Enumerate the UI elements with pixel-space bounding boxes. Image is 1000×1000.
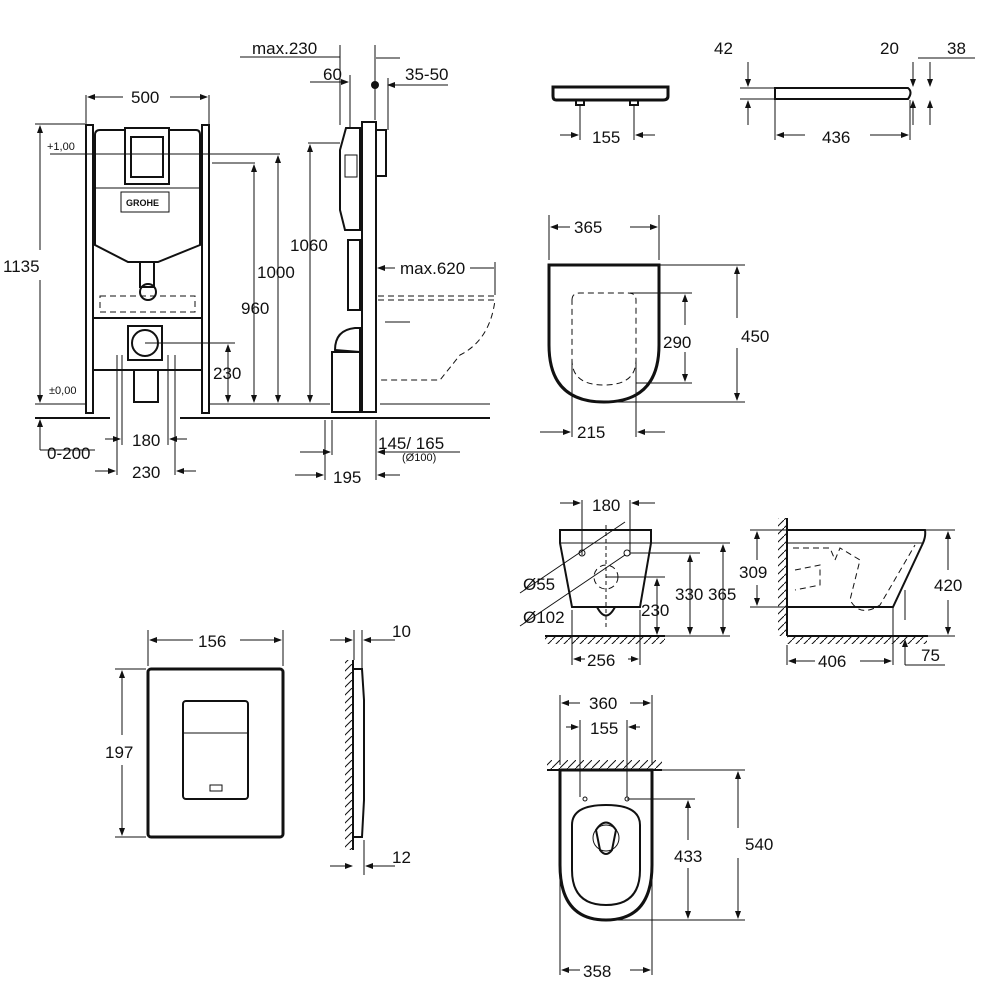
dim-215: 215 [577,423,605,442]
dim-60: 60 [323,65,342,84]
dim-290: 290 [663,333,691,352]
dim-0-200: 0-200 [47,444,90,463]
dim-180-front: 180 [592,496,620,515]
dim-156: 156 [198,632,226,651]
dim-max-230: max.230 [252,39,317,58]
dim-433: 433 [674,847,702,866]
dim-dia-102: Ø102 [523,608,565,627]
dim-20: 20 [880,39,899,58]
seat-labels: 42 20 38 155 436 [592,39,966,147]
dim-155: 155 [592,128,620,147]
bowl-front-view [519,500,730,665]
bowl-top-view [540,215,745,437]
dim-960: 960 [241,299,269,318]
flush-plate-views [115,630,395,875]
dim-180: 180 [132,431,160,450]
frame-front-labels: 500 1135 +1,00 ±0,00 1000 960 230 180 0-… [3,88,295,482]
dim-dia-55: Ø55 [523,575,555,594]
dim-256: 256 [587,651,615,670]
dim-10: 10 [392,622,411,641]
frame-front-view [35,94,490,475]
dim-365: 365 [574,218,602,237]
dim-330: 330 [675,585,703,604]
grohe-logo-text: GROHE [126,198,159,208]
dim-35-50: 35-50 [405,65,448,84]
dim-195: 195 [333,468,361,487]
dim-365-front: 365 [708,585,736,604]
dim-309: 309 [739,563,767,582]
bowl-side-labels: 309 420 406 75 [739,563,962,671]
dim-1060: 1060 [290,236,328,255]
dim-12: 12 [392,848,411,867]
frame-side-labels: max.230 60 35-50 1060 max.620 145/ 165 (… [252,39,465,487]
dim-436: 436 [822,128,850,147]
dim-42: 42 [714,39,733,58]
level-zero: ±0,00 [49,385,76,397]
grohe-logo [120,191,170,213]
dim-500: 500 [131,88,159,107]
dim-420: 420 [934,576,962,595]
dim-155-bottom: 155 [590,719,618,738]
bowl-bottom-view [547,695,745,975]
seat-views [551,57,975,140]
dim-197: 197 [105,743,133,762]
dim-406: 406 [818,652,846,671]
dim-38: 38 [947,39,966,58]
dim-1000: 1000 [257,263,295,282]
dim-230-front: 230 [641,601,669,620]
dim-1135: 1135 [3,257,40,276]
dim-540: 540 [745,835,773,854]
bowl-front-labels: 180 Ø55 Ø102 230 330 365 256 [523,496,736,670]
bowl-top-labels: 365 290 450 215 [574,218,769,442]
frame-side-view [240,45,496,480]
dim-360: 360 [589,694,617,713]
dim-145-165: 145/ 165 [378,434,444,453]
dim-450: 450 [741,327,769,346]
bowl-bottom-labels: 360 155 433 540 358 [583,694,773,981]
dim-358: 358 [583,962,611,981]
flush-plate-labels: 156 197 10 12 [105,622,411,867]
level-top: +1,00 [47,141,75,153]
dim-max-620: max.620 [400,259,465,278]
dim-230-height: 230 [213,364,241,383]
pipe-diameter: (Ø100) [402,452,436,464]
bowl-side-view [750,518,955,666]
dim-75: 75 [921,646,940,665]
dim-230-width: 230 [132,463,160,482]
